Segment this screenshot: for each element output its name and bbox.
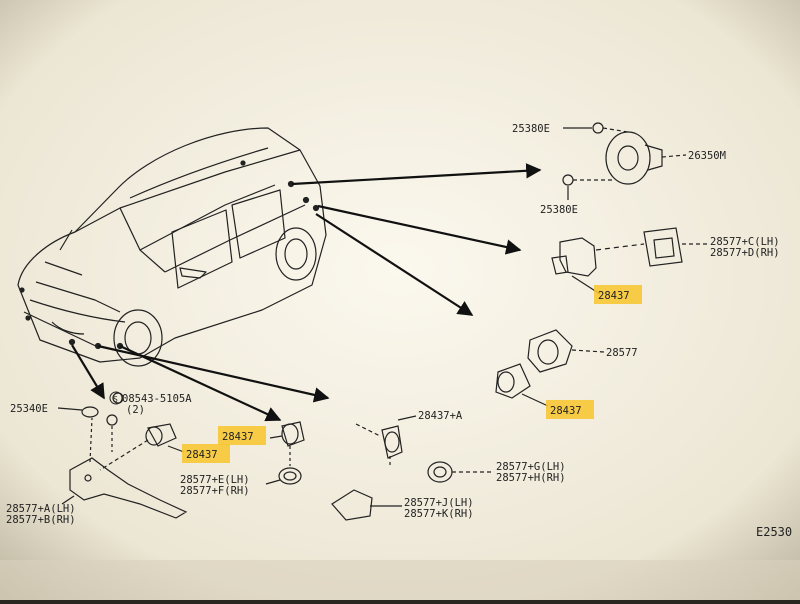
label-sensor-a: 28437+A <box>418 410 463 422</box>
label-bolt: 08543-5105A <box>122 393 192 405</box>
label-bracket-j: 28577+J(LH) <box>404 497 474 509</box>
label-side-sensor: 28437 <box>550 405 582 417</box>
label-bracket-a: 28577+A(LH) <box>6 503 76 515</box>
label-bracket-k: 28577+K(RH) <box>404 508 474 520</box>
label-bracket-b: 28577+B(RH) <box>6 514 76 526</box>
highlight-front-center-sensor <box>218 426 266 445</box>
bolt-symbol-letter: S <box>113 395 118 404</box>
rear-sensor-group <box>551 227 708 295</box>
label-center-bracket-rh: 28577+F(RH) <box>180 485 250 497</box>
label-horn-bolt-bottom: 25380E <box>540 204 578 216</box>
highlight-boxes <box>182 285 642 463</box>
label-horn-bolt-top: 25380E <box>512 123 550 135</box>
label-horn: 26350M <box>688 150 726 162</box>
label-side-holder: 28577 <box>606 347 638 359</box>
front-left-bracket <box>57 392 188 519</box>
label-rear-bracket-rh: 28577+D(RH) <box>710 247 780 259</box>
bolt-symbol-icon <box>109 391 123 405</box>
side-sensor-group <box>495 329 605 407</box>
label-bracket-g: 28577+G(LH) <box>496 461 566 473</box>
car-illustration <box>17 127 327 367</box>
label-bracket-h: 28577+H(RH) <box>496 472 566 484</box>
label-rear-bracket-lh: 28577+C(LH) <box>710 236 780 248</box>
label-front-center-sensor: 28437 <box>222 431 254 443</box>
part-labels: 25380E 25380E 26350M 28577+C(LH) 28577+D… <box>6 123 792 539</box>
label-grommet: 25340E <box>10 403 48 415</box>
highlight-rear-sensor <box>594 285 642 304</box>
center-right-sensor-group <box>331 415 494 521</box>
highlight-side-sensor <box>546 400 594 419</box>
label-bolt-qty: (2) <box>126 404 145 416</box>
diagram-id: E2530 <box>756 525 792 539</box>
label-rear-sensor: 28437 <box>598 290 630 302</box>
horn-assembly <box>562 122 687 200</box>
highlight-front-left-sensor <box>182 444 230 463</box>
label-front-left-sensor: 28437 <box>186 449 218 461</box>
callout-arrows <box>71 163 542 422</box>
label-center-bracket-lh: 28577+E(LH) <box>180 474 250 486</box>
front-center-sensor <box>265 421 305 485</box>
